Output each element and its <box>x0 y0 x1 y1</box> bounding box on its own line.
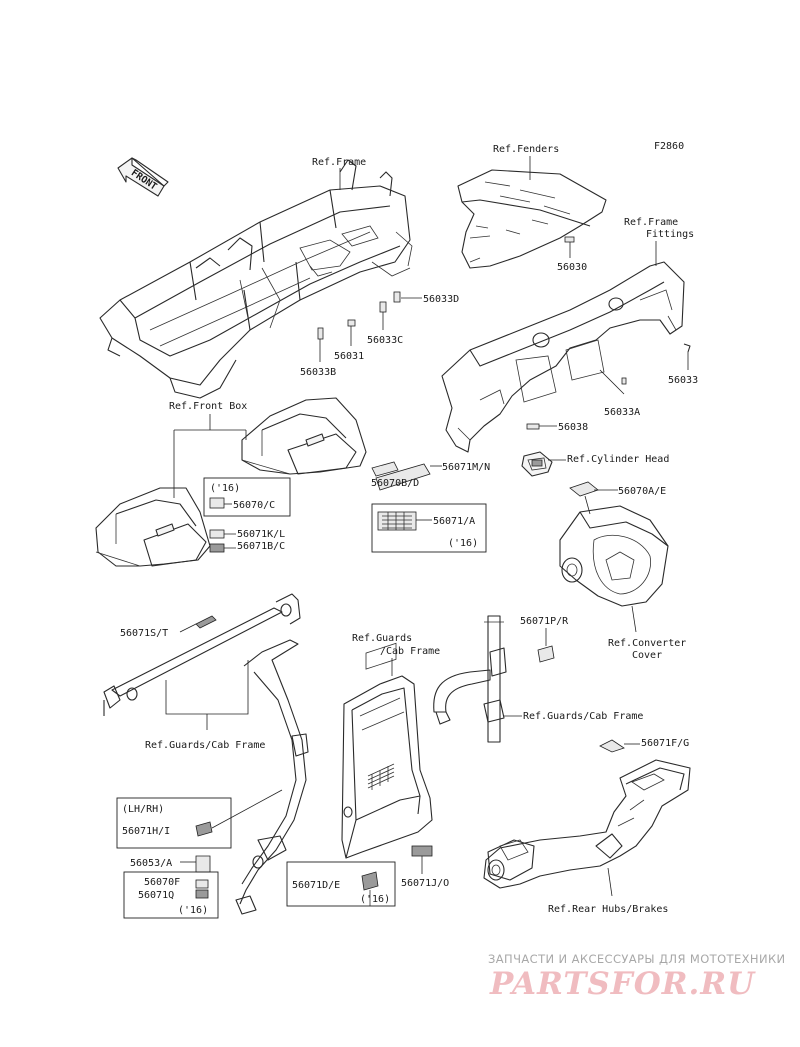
label-56071jo <box>411 845 433 857</box>
cylinder-head-drawing <box>521 451 553 477</box>
door-guard-drawing <box>341 642 433 906</box>
ref-cylinder-head-label: Ref.Cylinder Head <box>567 454 669 465</box>
label-56033d <box>393 291 401 303</box>
part-56071de: 56071D/E <box>292 880 340 891</box>
part-56031: 56031 <box>334 351 364 362</box>
label-56071q <box>195 889 209 899</box>
label-56071hi <box>195 821 213 837</box>
label-56033b <box>317 327 324 340</box>
label-56030 <box>564 236 575 243</box>
watermark-logo: PARTSFOR.RU <box>490 966 756 1002</box>
label-56070bd <box>371 461 399 477</box>
part-56071q: 56071Q <box>138 890 174 901</box>
part-56071mn: 56071M/N <box>442 462 490 473</box>
note-year16-d: ('16) <box>360 894 390 905</box>
label-56070f <box>195 879 209 889</box>
note-year16-b: ('16) <box>448 538 478 549</box>
label-56071mn <box>375 463 431 491</box>
front-box-lower-drawing <box>95 487 211 567</box>
side-tube-drawing <box>235 639 309 915</box>
label-56071fg <box>599 739 625 753</box>
label-56031 <box>347 319 356 327</box>
door-grille <box>365 642 397 906</box>
part-56070bd: 56070B/D <box>371 478 419 489</box>
label-56071pr <box>537 645 555 663</box>
rear-hubs-drawing <box>483 759 691 889</box>
note-lh-rh: (LH/RH) <box>122 804 164 815</box>
ref-guards-cab-frame-door-label-2: /Cab Frame <box>380 646 440 657</box>
ref-converter-cover-label-1: Ref.Converter <box>608 638 686 649</box>
part-56070c: 56070/C <box>233 500 275 511</box>
year16-box-56071de <box>286 861 396 907</box>
label-56070ae <box>569 481 599 497</box>
label-56033c <box>379 301 387 313</box>
part-56070ae: 56070A/E <box>618 486 666 497</box>
part-56033: 56033 <box>668 375 698 386</box>
ref-guards-cab-frame-bottom-label: Ref.Guards/Cab Frame <box>145 740 265 751</box>
part-56071pr: 56071P/R <box>520 616 569 627</box>
year16-box-56070f <box>123 871 219 919</box>
front-box-upper-drawing <box>241 397 367 475</box>
note-year16-a: ('16) <box>210 483 240 494</box>
label-56071bc <box>209 543 225 553</box>
watermark-tagline: ЗАПЧАСТИ И АКСЕССУАРЫ ДЛЯ МОТОТЕХНИКИ <box>488 952 786 966</box>
label-56033 <box>683 343 691 353</box>
front-arrow-icon: FRONT <box>117 157 169 197</box>
cross-bar-drawing <box>103 593 301 716</box>
ref-converter-cover-label-2: Cover <box>632 650 662 661</box>
label-56033a <box>621 377 627 385</box>
part-56053a: 56053/A <box>130 858 172 869</box>
note-year16-c: ('16) <box>178 905 208 916</box>
year16-box-56071a <box>371 503 487 553</box>
label-56070c <box>209 497 225 509</box>
part-56071jo: 56071J/O <box>401 878 449 889</box>
ref-rear-hubs-brakes-label: Ref.Rear Hubs/Brakes <box>548 904 668 915</box>
part-56033a: 56033A <box>604 407 640 418</box>
main-frame-drawing <box>99 159 413 399</box>
ref-frame-fittings-label-2: Fittings <box>646 229 694 240</box>
guard-post-drawing <box>433 615 507 743</box>
label-56071a <box>377 511 417 531</box>
label-56038 <box>526 423 540 430</box>
label-56071kl <box>209 529 225 539</box>
part-56030: 56030 <box>557 262 587 273</box>
year16-box-56070c <box>203 477 291 517</box>
part-56038: 56038 <box>558 422 588 433</box>
part-56071fg: 56071F/G <box>641 738 689 749</box>
ref-front-box-label: Ref.Front Box <box>169 401 247 412</box>
ref-guards-cab-frame-right-label: Ref.Guards/Cab Frame <box>523 711 643 722</box>
label-56071de <box>361 871 379 891</box>
label-56071st <box>195 615 217 629</box>
part-56033b: 56033B <box>300 367 336 378</box>
fender-drawing <box>457 169 607 269</box>
figure-code: F2860 <box>654 141 684 152</box>
converter-cover-drawing <box>559 505 669 607</box>
lh-rh-box <box>116 797 232 849</box>
part-56071kl: 56071K/L <box>237 529 285 540</box>
part-56033c: 56033C <box>367 335 403 346</box>
part-56071st: 56071S/T <box>120 628 168 639</box>
ref-guards-cab-frame-door-label-1: Ref.Guards <box>352 633 412 644</box>
part-56070f: 56070F <box>144 877 180 888</box>
ref-frame-fittings-label-1: Ref.Frame <box>624 217 678 228</box>
ref-fenders-label: Ref.Fenders <box>493 144 559 155</box>
part-56033d: 56033D <box>423 294 459 305</box>
ref-frame-label: Ref.Frame <box>312 157 366 168</box>
label-56053a <box>195 855 211 873</box>
part-56071bc: 56071B/C <box>237 541 285 552</box>
part-56071hi: 56071H/I <box>122 826 170 837</box>
frame-fittings-drawing <box>441 261 685 453</box>
part-56071a: 56071/A <box>433 516 475 527</box>
